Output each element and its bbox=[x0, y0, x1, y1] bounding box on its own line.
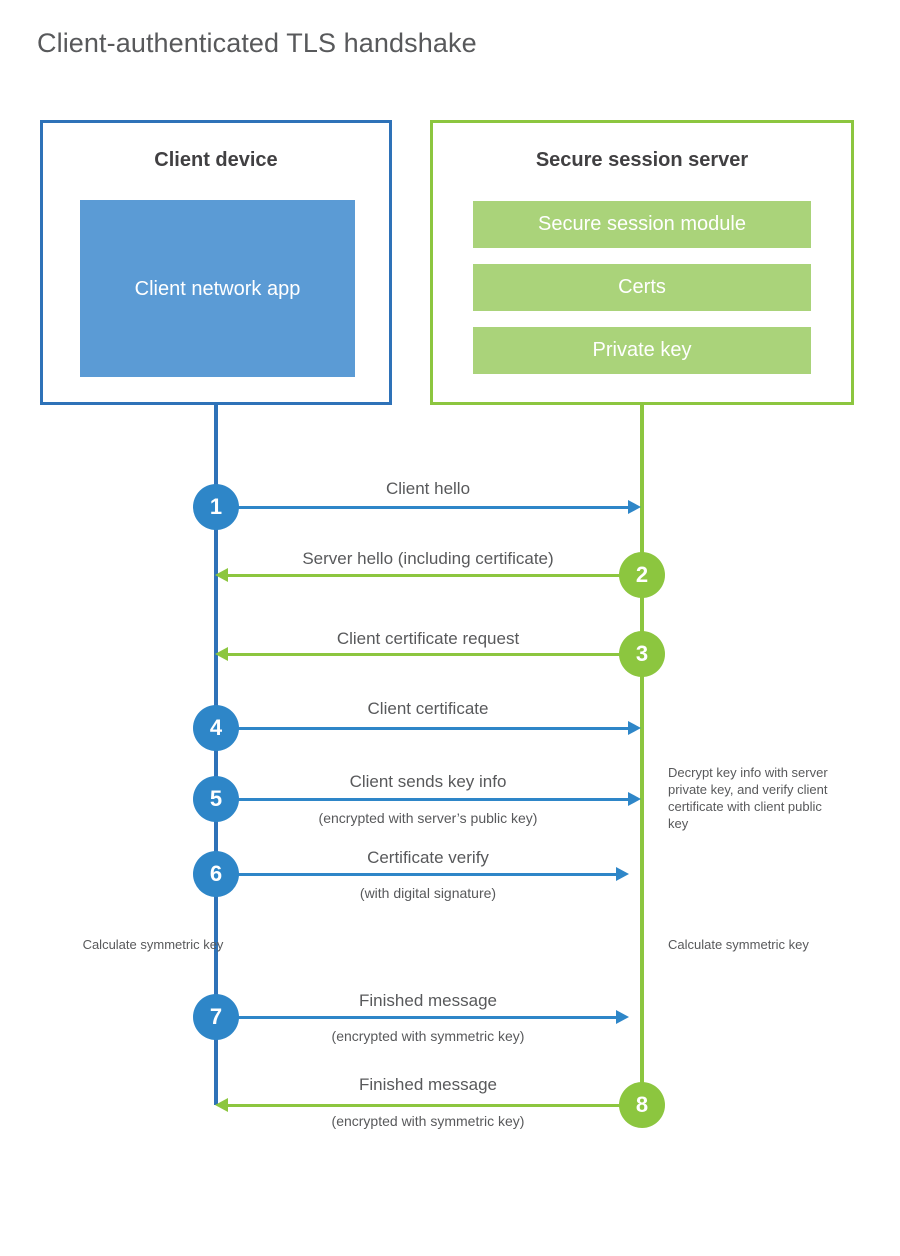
server-lifeline bbox=[640, 405, 644, 1105]
message-sublabel-8: (encrypted with symmetric key) bbox=[331, 1113, 525, 1129]
secure-session-server-title: Secure session server bbox=[535, 149, 749, 171]
client-device-box: Client device Client network app bbox=[40, 120, 392, 405]
message-sublabel-5: (encrypted with server’s public key) bbox=[318, 810, 538, 826]
message-label-8: Finished message bbox=[359, 1075, 497, 1094]
server-component-label: Secure session module bbox=[538, 213, 746, 235]
page-title: Client-authenticated TLS handshake bbox=[37, 28, 477, 58]
arrow-head-icon-2 bbox=[215, 568, 228, 582]
client-network-app-block: Client network app bbox=[80, 200, 355, 377]
message-arrow-8 bbox=[228, 1104, 640, 1107]
client-lifeline bbox=[214, 405, 218, 1105]
server-component-certs: Certs bbox=[473, 264, 811, 311]
arrow-head-icon-3 bbox=[215, 647, 228, 661]
arrow-head-icon-6 bbox=[616, 867, 629, 881]
message-arrow-3 bbox=[228, 653, 640, 656]
message-arrow-4 bbox=[216, 727, 628, 730]
step-marker-5[interactable]: 5 bbox=[193, 776, 239, 822]
message-arrow-2 bbox=[228, 574, 640, 577]
message-label-6: Certificate verify bbox=[367, 848, 489, 867]
step-marker-6[interactable]: 6 bbox=[193, 851, 239, 897]
server-component-secure-session-module: Secure session module bbox=[473, 201, 811, 248]
message-arrow-5 bbox=[216, 798, 628, 801]
message-arrow-6 bbox=[216, 873, 616, 876]
message-label-3: Client certificate request bbox=[336, 629, 520, 648]
message-sublabel-6: (with digital signature) bbox=[359, 885, 497, 901]
step-marker-3[interactable]: 3 bbox=[619, 631, 665, 677]
server-component-label: Private key bbox=[592, 339, 692, 361]
arrow-head-icon-5 bbox=[628, 792, 641, 806]
step-marker-4[interactable]: 4 bbox=[193, 705, 239, 751]
step-marker-2[interactable]: 2 bbox=[619, 552, 665, 598]
step-marker-1[interactable]: 1 bbox=[193, 484, 239, 530]
client-device-title: Client device bbox=[154, 149, 278, 171]
message-arrow-7 bbox=[216, 1016, 616, 1019]
step-marker-7[interactable]: 7 bbox=[193, 994, 239, 1040]
message-label-1: Client hello bbox=[385, 479, 471, 498]
secure-session-server-box: Secure session server Secure session mod… bbox=[430, 120, 854, 405]
message-label-5: Client sends key info bbox=[349, 772, 507, 791]
message-label-4: Client certificate bbox=[367, 699, 489, 718]
server-component-label: Certs bbox=[618, 276, 666, 298]
server-component-private-key: Private key bbox=[473, 327, 811, 374]
message-sublabel-7: (encrypted with symmetric key) bbox=[331, 1028, 525, 1044]
message-label-2: Server hello (including certificate) bbox=[302, 549, 554, 568]
server-decrypt-annotation: Decrypt key info with server private key… bbox=[668, 765, 828, 831]
arrow-head-icon-1 bbox=[628, 500, 641, 514]
message-label-7: Finished message bbox=[359, 991, 497, 1010]
server-calculate-annotation: Calculate symmetric key bbox=[668, 937, 809, 952]
arrow-head-icon-8 bbox=[215, 1098, 228, 1112]
message-arrow-1 bbox=[216, 506, 628, 509]
arrow-head-icon-4 bbox=[628, 721, 641, 735]
client-network-app-label: Client network app bbox=[134, 277, 301, 300]
step-marker-8[interactable]: 8 bbox=[619, 1082, 665, 1128]
client-calculate-annotation: Calculate symmetric key bbox=[82, 937, 224, 952]
arrow-head-icon-7 bbox=[616, 1010, 629, 1024]
